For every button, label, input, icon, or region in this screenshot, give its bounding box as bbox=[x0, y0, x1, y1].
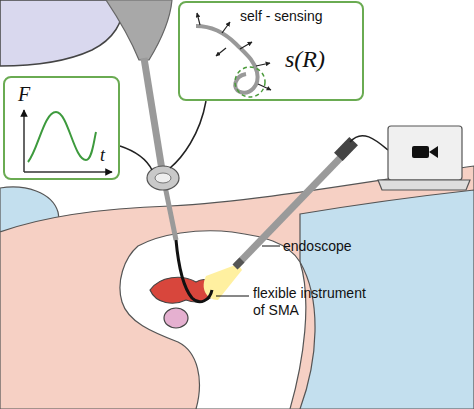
normal-arrow bbox=[258, 84, 271, 90]
normal-arrow bbox=[222, 22, 230, 33]
normal-arrow bbox=[197, 13, 200, 25]
plot-axis bbox=[24, 171, 112, 173]
normal-arrow bbox=[216, 48, 226, 56]
flexible-instrument bbox=[176, 240, 212, 302]
sensing-wire bbox=[196, 26, 258, 93]
instrument-shaft bbox=[165, 186, 176, 240]
force-plot-inset: Ft bbox=[3, 76, 120, 180]
patient-head bbox=[0, 0, 123, 66]
camera-icon bbox=[429, 146, 438, 158]
endoscope-handle bbox=[334, 137, 358, 161]
inset-caption: self - sensing bbox=[240, 9, 322, 23]
laptop-base bbox=[378, 180, 470, 190]
variable-label: s(R) bbox=[285, 47, 325, 71]
camera-cable bbox=[350, 136, 388, 150]
sensing-inset: self - sensing s(R) bbox=[178, 1, 364, 101]
camera-icon bbox=[412, 146, 429, 158]
curvature-circle bbox=[235, 67, 265, 97]
signal-wire bbox=[170, 101, 206, 168]
body-cavity bbox=[120, 231, 306, 409]
plot-axis bbox=[23, 110, 25, 172]
axis-label: t bbox=[100, 146, 105, 164]
force-curve bbox=[28, 112, 96, 162]
organ-blob bbox=[164, 308, 188, 328]
normal-arrow bbox=[256, 63, 270, 66]
endoscope-tip bbox=[235, 260, 242, 267]
normal-arrow bbox=[240, 42, 252, 49]
part-label: endoscope bbox=[283, 238, 352, 255]
body-tissue bbox=[0, 166, 474, 409]
robot-arm bbox=[106, 0, 172, 60]
laptop-screen bbox=[388, 126, 462, 180]
part-label: flexible instrument of SMA bbox=[253, 285, 375, 319]
leader-line bbox=[216, 296, 249, 297]
leader-line bbox=[262, 246, 280, 247]
robot-shaft bbox=[144, 58, 162, 170]
actuator-joint bbox=[155, 173, 171, 183]
axis-label: F bbox=[18, 84, 30, 104]
signal-wire bbox=[120, 146, 152, 170]
